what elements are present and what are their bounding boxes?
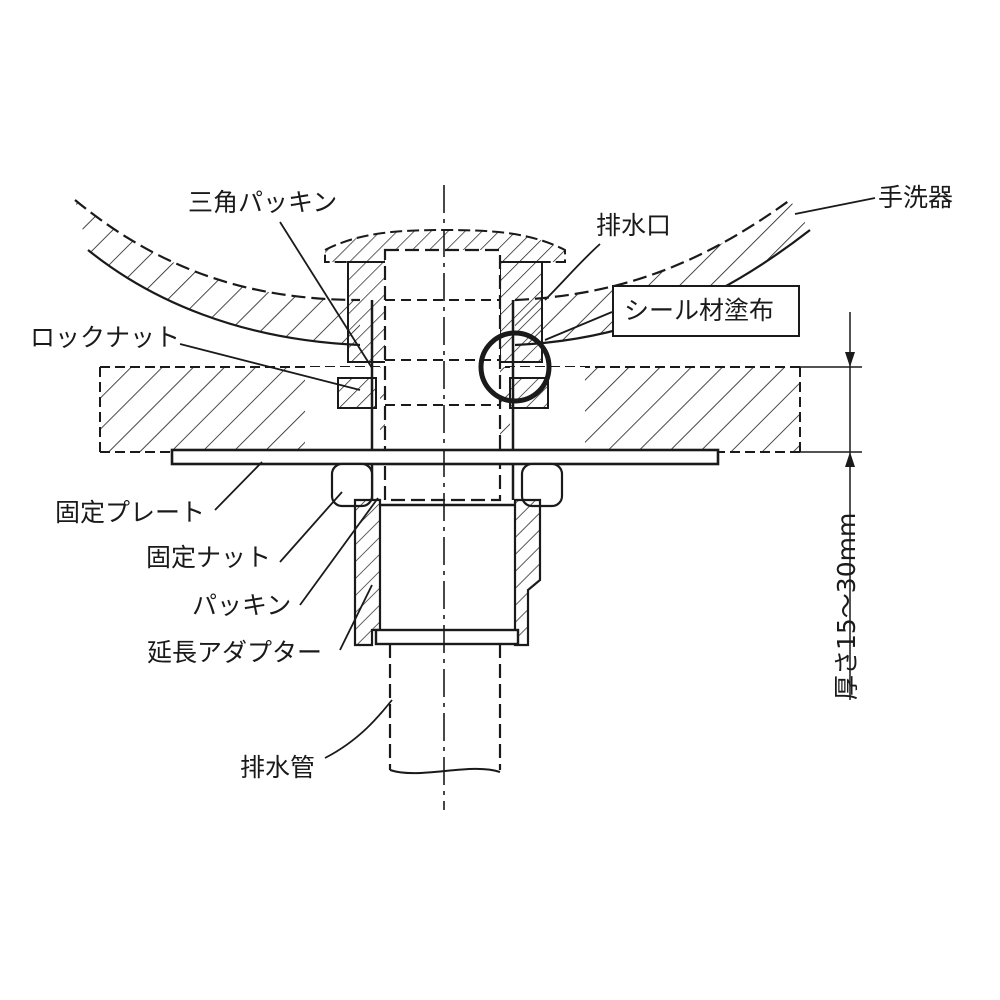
- label-drain-outlet: 排水口: [596, 211, 672, 240]
- leader-extension-adapter: [339, 584, 373, 651]
- leader-hand-basin: [794, 197, 876, 215]
- seal-callout-box: [612, 285, 800, 337]
- basin-bowl: [74, 199, 811, 347]
- leader-drain-pipe: [324, 699, 393, 759]
- leader-lock-nut: [179, 343, 361, 391]
- label-fixing-plate: 固定プレート: [55, 498, 206, 527]
- leader-fixing-plate: [214, 461, 263, 511]
- drain-pipe: [388, 644, 502, 775]
- leader-triangle-packing: [279, 221, 373, 369]
- label-thickness: 厚さ15～30mm: [832, 512, 861, 700]
- leader-lines: [179, 197, 876, 759]
- label-seal-applied: シール材塗布: [624, 296, 775, 325]
- label-extension-adapter: 延長アダプター: [147, 638, 323, 667]
- thickness-dimension: [800, 312, 862, 700]
- label-triangle-packing: 三角パッキン: [188, 188, 338, 217]
- leader-drain-outlet: [544, 243, 601, 301]
- fixing-nut: [330, 462, 564, 508]
- leader-seal: [544, 311, 613, 341]
- label-lock-nut: ロックナット: [30, 323, 181, 352]
- lock-nut: [337, 377, 549, 409]
- leader-packing: [299, 497, 379, 606]
- label-drain-pipe: 排水管: [240, 753, 316, 782]
- label-packing: パッキン: [192, 591, 292, 620]
- label-hand-basin: 手洗器: [878, 183, 954, 212]
- fixing-plate: [170, 448, 720, 466]
- drain-flange: [324, 228, 566, 363]
- seal-highlight-circle: [478, 330, 552, 404]
- extension-adapter: [353, 498, 542, 647]
- leader-fixing-nut: [279, 491, 343, 563]
- label-fixing-nut: 固定ナット: [146, 543, 272, 572]
